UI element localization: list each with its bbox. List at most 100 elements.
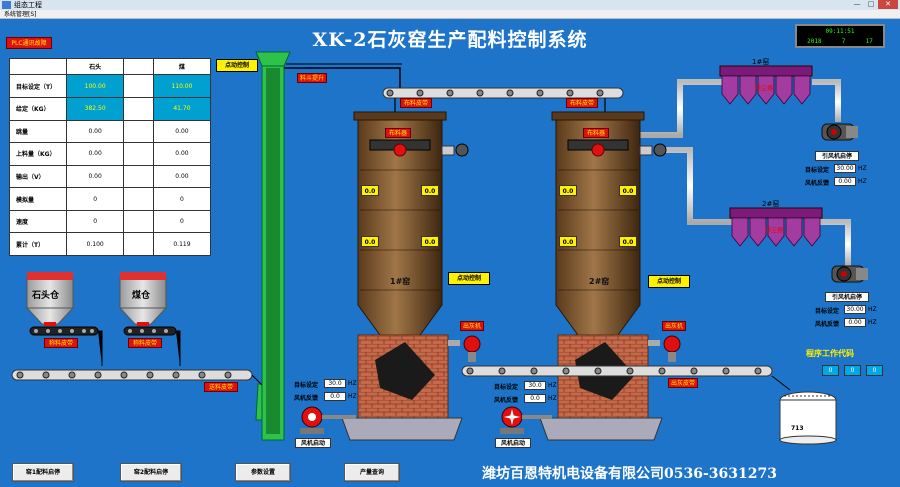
hopper-lift-tag[interactable]: 料斗提升 xyxy=(297,73,327,83)
maximize-button[interactable]: □ xyxy=(867,0,875,8)
plc-alarm-indicator: PLC通讯故障 xyxy=(6,37,52,49)
clock-time: 09:11:51 xyxy=(825,28,855,35)
table-row: 上料量（KG） 0.00 0.00 xyxy=(8,142,212,166)
stone-belt-tag[interactable]: 称料皮带 xyxy=(44,338,78,348)
induced-fan-2 xyxy=(831,265,868,283)
coal-belt-tag[interactable]: 称料皮带 xyxy=(128,338,162,348)
coal-target-input[interactable]: 110.00 xyxy=(152,74,212,98)
stone-setpoint-input[interactable]: 382.50 xyxy=(66,96,125,121)
blower-1-feedback: 0.0 xyxy=(324,392,346,401)
fan-pipe-1 xyxy=(812,79,841,122)
ash-conveyor xyxy=(461,365,791,391)
kiln-1-distributor-tag[interactable]: 布料器 xyxy=(385,128,411,138)
blower-1-start-button[interactable]: 风机启动 xyxy=(295,438,331,448)
close-button[interactable]: ✕ xyxy=(878,0,898,9)
table-header-spacer xyxy=(123,57,154,76)
main-belt-tag[interactable]: 送料皮带 xyxy=(204,382,238,392)
app-icon xyxy=(2,1,11,9)
kiln-1-batching-toggle-button[interactable]: 窑1配料启停 xyxy=(12,463,74,482)
blower-1 xyxy=(300,406,356,434)
window-titlebar: 组态工程 — □ ✕ xyxy=(0,0,900,10)
program-code-title: 程序工作代码 xyxy=(806,349,854,358)
company-info: 潍坊百恩特机电设备有限公司0536-3631273 xyxy=(482,466,777,482)
coal-silo-label: 煤仓 xyxy=(132,291,151,301)
induced-fan-2-feedback: 0.00 xyxy=(844,318,866,327)
kiln-1-temp-3: 0.0 xyxy=(361,236,379,247)
ash-belt-tag[interactable]: 出灰皮带 xyxy=(668,378,698,388)
program-code-1: 0 xyxy=(822,365,839,376)
parameter-settings-button[interactable]: 参数设置 xyxy=(235,463,291,482)
fan-pipe-2 xyxy=(820,219,851,266)
jog-control-elevator-button[interactable]: 点动控制 xyxy=(216,59,258,72)
coal-setpoint-input[interactable]: 41.70 xyxy=(152,96,212,121)
distribution-belt-2-tag[interactable]: 布料皮带 xyxy=(566,98,598,108)
table-row: 速度 0 0 xyxy=(8,209,212,234)
kiln-2-temp-2: 0.0 xyxy=(619,185,637,196)
stone-silo-label: 石头仓 xyxy=(32,291,60,301)
induced-fan-1-toggle[interactable]: 引风机启停 xyxy=(815,151,859,161)
stone-target-input[interactable]: 100.00 xyxy=(66,74,125,98)
coal-weigh-belt xyxy=(123,326,177,336)
window-title: 组态工程 xyxy=(14,1,42,9)
induced-fan-1-feedback: 0.00 xyxy=(834,177,856,186)
dust-collector-2-label: 除尘器 xyxy=(765,227,784,234)
blower-1-setpoint-input[interactable]: 30.0 xyxy=(324,379,346,388)
blower-2-feedback: 0.0 xyxy=(524,394,546,403)
induced-fan-1 xyxy=(821,123,858,141)
kiln-2-temp-4: 0.0 xyxy=(619,236,637,247)
distribution-conveyor xyxy=(382,87,624,112)
dust-collector-1-label: 除尘器 xyxy=(755,85,774,92)
table-header-stone: 石头 xyxy=(66,57,125,76)
kiln-2-label: 2#窑 xyxy=(589,277,610,286)
induced-fan-1-setpoint-input[interactable]: 30.00 xyxy=(834,164,856,173)
table-row: 累计（T） 0.100 0.119 xyxy=(8,232,212,256)
kiln-2-distributor-tag[interactable]: 布料器 xyxy=(583,128,609,138)
table-row: 输出（V） 0.00 0.00 xyxy=(8,164,212,189)
main-feed-conveyor xyxy=(11,369,263,386)
storage-tank xyxy=(779,391,837,445)
stone-weigh-belt xyxy=(29,326,99,336)
dust-collector-2-title: 2#窑 xyxy=(762,200,780,208)
kiln-2-temp-3: 0.0 xyxy=(559,236,577,247)
kiln-1-base xyxy=(341,334,463,441)
coal-silo xyxy=(118,272,168,326)
table-row: 模拟量 0 0 xyxy=(8,187,212,211)
blower-2 xyxy=(500,406,552,434)
table-row: 给定（KG） 382.50 41.70 xyxy=(8,96,212,121)
jog-control-kiln-1-button[interactable]: 点动控制 xyxy=(448,272,490,285)
exhaust-pipe-2 xyxy=(655,147,732,225)
table-header-coal: 煤 xyxy=(152,57,212,76)
minimize-button[interactable]: — xyxy=(853,0,861,8)
ash-discharger-2-tag[interactable]: 出灰机 xyxy=(662,321,686,331)
dust-collector-2 xyxy=(729,207,823,247)
window-controls: — □ ✕ xyxy=(850,0,898,10)
blower-2-start-button[interactable]: 风机启动 xyxy=(495,438,531,448)
jog-control-kiln-2-button[interactable]: 点动控制 xyxy=(648,275,690,288)
output-query-button[interactable]: 产量查询 xyxy=(344,463,400,482)
dust-collector-1 xyxy=(719,65,813,105)
induced-fan-2-setpoint-input[interactable]: 30.00 xyxy=(844,305,866,314)
digital-clock: 09:11:51 2018 7 17 xyxy=(795,24,885,48)
kiln-1 xyxy=(353,111,469,336)
stone-silo xyxy=(25,272,75,326)
kiln-1-temp-2: 0.0 xyxy=(421,185,439,196)
distribution-belt-1-tag[interactable]: 布料皮带 xyxy=(400,98,432,108)
tank-value: 713 xyxy=(791,425,804,432)
ash-discharger-1 xyxy=(448,335,481,362)
kiln-1-temp-4: 0.0 xyxy=(421,236,439,247)
kiln-2 xyxy=(551,111,667,336)
kiln-1-temp-1: 0.0 xyxy=(361,185,379,196)
ash-discharger-2 xyxy=(648,335,681,362)
ash-discharger-1-tag[interactable]: 出灰机 xyxy=(460,321,484,331)
clock-date: 2018 7 17 xyxy=(797,38,883,45)
induced-fan-2-toggle[interactable]: 引风机启停 xyxy=(825,292,869,302)
blower-2-setpoint-input[interactable]: 30.0 xyxy=(524,381,546,390)
table-row: 跳量 0.00 0.00 xyxy=(8,119,212,144)
clock-month: 7 xyxy=(841,38,846,45)
menu-system[interactable]: 系统管理[S] xyxy=(4,11,37,18)
kiln-2-batching-toggle-button[interactable]: 窑2配料启停 xyxy=(120,463,182,482)
menu-bar: 系统管理[S] xyxy=(0,10,900,19)
kiln-2-temp-1: 0.0 xyxy=(559,185,577,196)
